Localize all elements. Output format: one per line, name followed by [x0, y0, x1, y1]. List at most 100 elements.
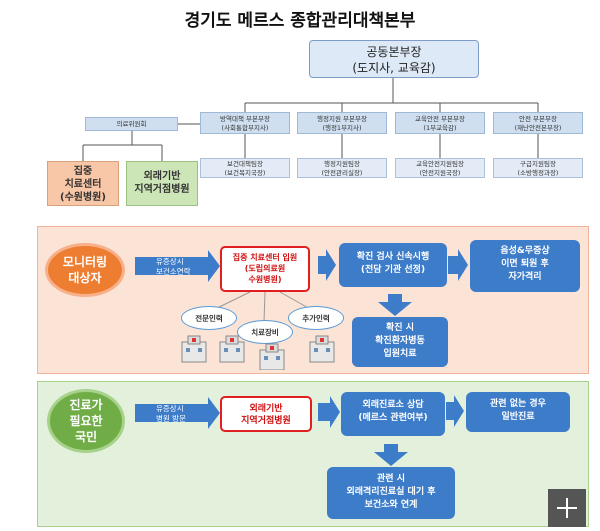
p2box3-line3: 보건소와 연계 — [364, 500, 418, 510]
outpatient-hospital-box: 외래기반 지역거점병원 — [126, 161, 198, 206]
arrow1-line1: 유증상시 — [156, 257, 184, 266]
hq-title: 공동본부장 — [366, 45, 422, 59]
committee-label: 의료위원회 — [116, 120, 147, 128]
confirmed-admission-box: 확진 시 확진환자병동 입원치료 — [352, 317, 448, 367]
team-1-person: (보건복지국장) — [224, 169, 266, 177]
hosp2-line2: 지역거점병원 — [134, 184, 190, 195]
circle2-line2: 필요한 — [69, 414, 103, 428]
red1-line3: 수원병원) — [248, 275, 282, 284]
arrow1-label: 유증상시 보건소연락 — [156, 257, 191, 277]
hq-subtitle: (도지사, 교육감) — [352, 61, 436, 75]
patient-circle: 진료가 필요한 국민 — [47, 389, 125, 453]
box2-line1: 음성&무증상 — [500, 246, 550, 256]
box2-line3: 자가격리 — [508, 272, 542, 282]
deputy-2-person: (행정1부지사) — [322, 124, 362, 132]
deputy-4-person: (재난안전본부장) — [514, 124, 562, 132]
arrow2-line2: 병원 방문 — [156, 414, 186, 423]
p2box3-line1: 관련 시 — [377, 474, 405, 484]
arrow-to-red-box-2 — [135, 397, 220, 429]
outpatient-consult-box: 외래진료소 상담 (메르스 관련여부) — [341, 392, 445, 436]
intensive-care-admission-box: 집중 치료센터 입원 (도립의료원 수원병원) — [220, 246, 310, 292]
p2box2-line1: 관련 없는 경우 — [490, 399, 546, 409]
circle1-line1: 모니터링 — [62, 255, 108, 269]
team-box-2: 행정지원팀장 (안전관리실장) — [297, 158, 387, 178]
team-box-4: 구급지원팀장 (소방행정과장) — [493, 158, 583, 178]
hospital-icon — [259, 343, 285, 370]
team-1-title: 보건대책팀장 — [227, 160, 263, 168]
oval3-label: 추가인력 — [302, 313, 330, 323]
deputy-4-title: 안전 부본부장 — [519, 115, 557, 123]
arrow-down-to-confirm-box — [378, 294, 412, 316]
hosp1-line2: 치료센터 — [64, 179, 102, 190]
arrow2-label: 유증상시 병원 방문 — [156, 404, 186, 424]
team-2-title: 행정지원팀장 — [324, 160, 360, 168]
deputy-box-1: 방역대책 부본부장 (사회통합부지사) — [200, 112, 290, 134]
arrow-to-consult-box — [318, 396, 340, 428]
arrow-to-general-box — [446, 395, 464, 427]
p2box3-line2: 외래격리진료실 대기 후 — [346, 487, 436, 497]
team-box-1: 보건대책팀장 (보건복지국장) — [200, 158, 290, 178]
red1-line1: 집중 치료센터 입원 — [232, 253, 298, 262]
box3-line2: 확진환자병동 — [375, 336, 425, 346]
outpatient-hospital-flow-box: 외래기반 지역거점병원 — [220, 396, 312, 432]
box3-line1: 확진 시 — [386, 323, 414, 333]
hospital-icon — [309, 335, 335, 363]
circle2-line1: 진료가 — [69, 398, 103, 412]
team-4-title: 구급지원팀장 — [520, 160, 556, 168]
red2-line1: 외래기반 — [249, 404, 283, 414]
arrow-down-to-isolation-box — [374, 444, 408, 466]
hosp2-line1: 외래기반 — [143, 171, 181, 182]
team-3-person: (안전지원국장) — [419, 169, 461, 177]
team-2-person: (안전관리실장) — [321, 169, 363, 177]
deputy-2-title: 행정지원 부본부장 — [317, 115, 367, 123]
hospital-icon — [181, 335, 207, 363]
deputy-box-2: 행정지원 부본부장 (행정1부지사) — [297, 112, 387, 134]
arrow2-line1: 유증상시 — [156, 404, 184, 413]
extra-staff-oval: 추가인력 — [288, 306, 344, 330]
deputy-box-4: 안전 부본부장 (재난안전본부장) — [493, 112, 583, 134]
arrow-to-negative-box — [448, 249, 468, 281]
treatment-equipment-oval: 치료장비 — [237, 320, 293, 344]
team-box-3: 교육안전지원팀장 (안전지원국장) — [395, 158, 485, 178]
box1-line1: 확진 검사 신속시행 — [356, 252, 430, 262]
deputy-box-3: 교육안전 부본부장 (1부교육감) — [395, 112, 485, 134]
page-title: 경기도 메르스 종합관리대책본부 — [184, 11, 416, 31]
joint-headquarters-box: 공동본부장 (도지사, 교육감) — [309, 40, 479, 78]
arrow-to-red-box-1 — [135, 250, 220, 282]
arrow-to-test-box — [318, 249, 336, 281]
oval1-label: 전문인력 — [195, 313, 223, 323]
red1-line2: (도립의료원 — [244, 264, 286, 273]
plus-icon — [557, 498, 577, 518]
expand-image-button[interactable] — [548, 489, 586, 527]
arrow1-line2: 보건소연락 — [156, 267, 191, 276]
deputy-3-person: (1부교육감) — [423, 124, 457, 132]
p2box2-line2: 일반진료 — [501, 412, 535, 422]
rapid-test-box: 확진 검사 신속시행 (전담 기관 선정) — [339, 243, 447, 287]
deputy-1-title: 방역대책 부본부장 — [220, 115, 270, 123]
deputy-3-title: 교육안전 부본부장 — [415, 115, 465, 123]
hospital-icon — [219, 335, 245, 363]
oval2-label: 치료장비 — [251, 327, 279, 337]
box2-line2: 이면 퇴원 후 — [501, 259, 549, 269]
box1-line2: (전담 기관 선정) — [360, 265, 426, 275]
circle2-line3: 국민 — [74, 430, 98, 444]
intensive-care-center-box: 집중 치료센터 (수원병원) — [47, 161, 119, 206]
team-4-person: (소방행정과장) — [517, 169, 559, 177]
p2box1-line1: 외래진료소 상담 — [362, 400, 424, 410]
general-care-box: 관련 없는 경우 일반진료 — [466, 392, 570, 432]
isolation-wait-box: 관련 시 외래격리진료실 대기 후 보건소와 연계 — [327, 467, 455, 519]
p2box1-line2: (메르스 관련여부) — [358, 413, 428, 423]
box3-line3: 입원치료 — [383, 349, 417, 359]
deputy-1-person: (사회통합부지사) — [221, 124, 269, 132]
hosp1-line1: 집중 — [73, 166, 93, 177]
negative-discharge-box: 음성&무증상 이면 퇴원 후 자가격리 — [470, 240, 580, 292]
circle1-line2: 대상자 — [68, 271, 102, 285]
hosp1-line3: (수원병원) — [60, 192, 106, 203]
specialist-staff-oval: 전문인력 — [181, 306, 237, 330]
red2-line2: 지역거점병원 — [241, 416, 291, 426]
medical-committee-box: 의료위원회 — [85, 117, 178, 131]
hospital-building-icons — [181, 335, 335, 370]
